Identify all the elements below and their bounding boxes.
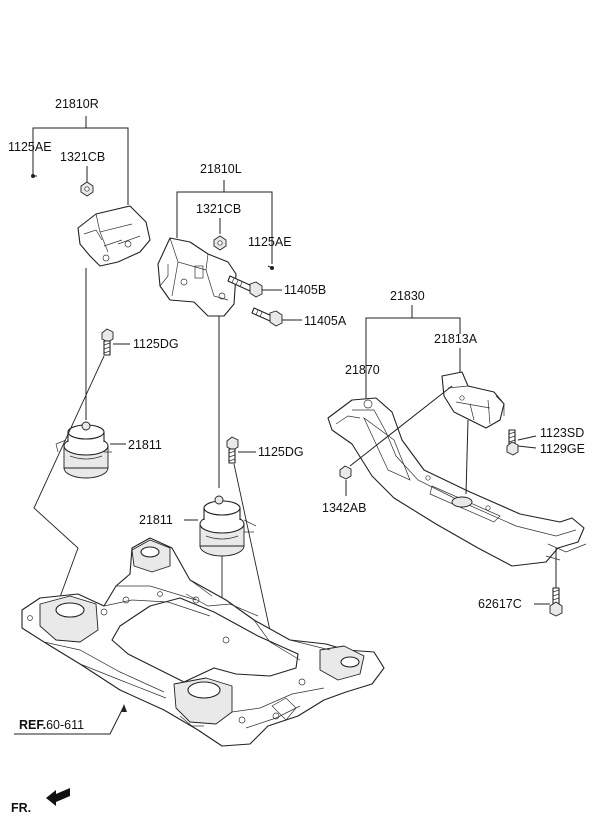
mount-21811-r[interactable] (55, 421, 112, 479)
group-21810l: 21810L 1321CB 1125AE 11405B (157, 162, 347, 488)
label-21811-l: 21811 (139, 513, 173, 527)
bolt-1123sd-1129ge[interactable] (506, 429, 519, 456)
ref-code: 60-611 (46, 718, 84, 732)
ref-prefix: REF. (19, 718, 46, 732)
label-11405a: 11405A (304, 314, 347, 328)
label-21810l: 21810L (200, 162, 242, 176)
bolt-11405b[interactable] (227, 275, 263, 298)
bracket-21813a[interactable] (441, 371, 505, 429)
label-21813a: 21813A (434, 332, 478, 346)
nut-1321cb-r[interactable] (80, 181, 94, 197)
front-direction-arrow-icon (46, 788, 70, 806)
label-1342ab: 1342AB (322, 501, 366, 515)
label-21810r: 21810R (55, 97, 99, 111)
group-21830: 21830 21813A 21870 (322, 289, 587, 617)
fr-label: FR. (11, 801, 31, 815)
front-indicator: FR. (11, 788, 70, 815)
label-1321cb-r: 1321CB (60, 150, 105, 164)
bolt-62617c[interactable] (549, 587, 563, 617)
label-1123sd: 1123SD (540, 426, 584, 440)
group-21810r: 21810R 1125AE 1321CB (8, 97, 151, 420)
label-1125dg-r: 1125DG (133, 337, 179, 351)
label-1321cb-l: 1321CB (196, 202, 241, 216)
bolt-1125ae-l[interactable] (267, 265, 274, 270)
label-1129ge: 1129GE (540, 442, 585, 456)
reference-label[interactable]: REF.60-611 (14, 704, 127, 735)
bolt-1125dg-r[interactable] (101, 328, 114, 356)
label-1125ae-l: 1125AE (248, 235, 292, 249)
label-62617c: 62617C (478, 597, 522, 611)
nut-1321cb-l[interactable] (213, 235, 227, 251)
svg-text:REF.60-611: REF.60-611 (19, 718, 84, 732)
bracket-21810r[interactable] (77, 205, 151, 267)
mount-21811-l[interactable] (199, 495, 257, 557)
label-1125dg-l: 1125DG (258, 445, 304, 459)
nut-1342ab[interactable] (339, 465, 352, 480)
label-21830: 21830 (390, 289, 425, 303)
label-21811-r: 21811 (128, 438, 162, 452)
label-11405b: 11405B (284, 283, 326, 297)
subframe-assembly[interactable] (21, 537, 385, 747)
bracket-21810l[interactable] (157, 237, 237, 317)
label-21870: 21870 (345, 363, 380, 377)
bolt-11405a[interactable] (251, 307, 283, 327)
group-21811-r: 1125DG 21811 (33, 328, 179, 609)
crossmember-21870[interactable] (327, 397, 587, 567)
label-1125ae-r: 1125AE (8, 140, 52, 154)
bolt-1125dg-l[interactable] (226, 436, 239, 464)
bolt-1125ae-r[interactable] (31, 174, 37, 178)
